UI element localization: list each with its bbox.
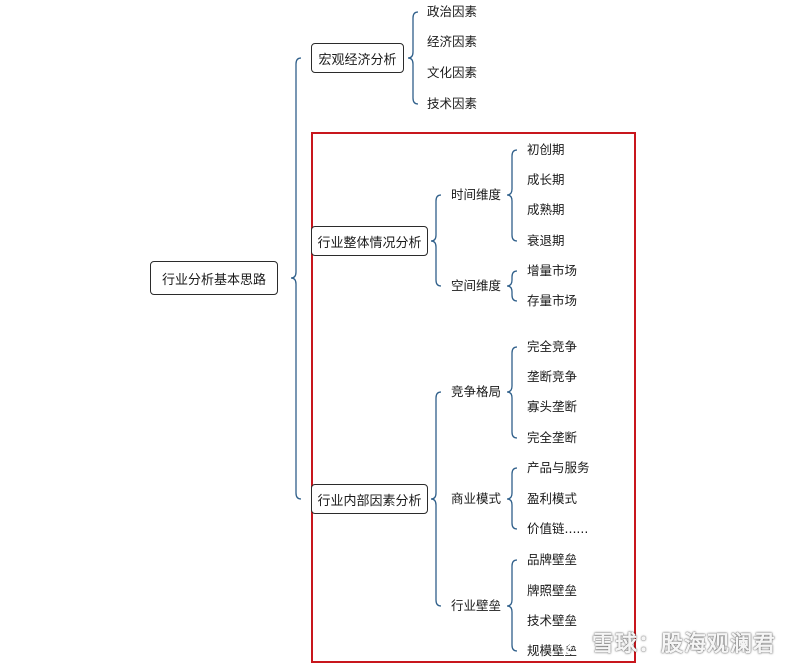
internal-node[interactable]: 行业内部因素分析: [311, 484, 428, 514]
macro-child-3: 文化因素: [427, 65, 478, 80]
overall-node[interactable]: 行业整体情况分析: [311, 226, 428, 256]
watermark-text: 雪球：股海观澜君: [592, 632, 777, 657]
snowball-logo-icon: [560, 629, 586, 655]
business-model-label: 商业模式: [451, 491, 502, 506]
time-dimension-label: 时间维度: [451, 187, 502, 202]
space-child-2: 存量市场: [527, 293, 578, 308]
time-child-2: 成长期: [527, 172, 565, 187]
macro-node[interactable]: 宏观经济分析: [311, 43, 404, 73]
brace-competition: [506, 346, 518, 439]
space-dimension-label: 空间维度: [451, 278, 502, 293]
brace-macro: [407, 11, 419, 105]
macro-child-2: 经济因素: [427, 34, 478, 49]
brace-internal: [430, 391, 442, 607]
barrier-child-2: 牌照壁垒: [527, 583, 578, 598]
brace-overall: [430, 194, 442, 287]
time-child-3: 成熟期: [527, 202, 565, 217]
brace-business: [506, 467, 518, 530]
space-child-1: 增量市场: [527, 263, 578, 278]
root-node[interactable]: 行业分析基本思路: [150, 261, 278, 295]
barrier-label: 行业壁垒: [451, 598, 502, 613]
time-child-1: 初创期: [527, 142, 565, 157]
competition-child-4: 完全垄断: [527, 430, 578, 445]
brace-space: [506, 270, 518, 302]
watermark: 雪球：股海观澜君: [560, 625, 776, 659]
competition-child-3: 寡头垄断: [527, 399, 578, 414]
business-child-2: 盈利模式: [527, 491, 578, 506]
brace-barrier: [506, 559, 518, 652]
business-child-3: 价值链......: [527, 521, 589, 536]
brace-root: [290, 57, 302, 500]
time-child-4: 衰退期: [527, 233, 565, 248]
barrier-child-3: 技术壁垒: [527, 613, 578, 628]
business-child-1: 产品与服务: [527, 460, 590, 475]
highlight-box: [311, 132, 636, 663]
macro-child-1: 政治因素: [427, 4, 478, 19]
macro-child-4: 技术因素: [427, 96, 478, 111]
competition-label: 竞争格局: [451, 384, 502, 399]
competition-child-2: 垄断竞争: [527, 369, 578, 384]
brace-time: [506, 149, 518, 242]
competition-child-1: 完全竞争: [527, 339, 578, 354]
barrier-child-1: 品牌壁垒: [527, 552, 578, 567]
